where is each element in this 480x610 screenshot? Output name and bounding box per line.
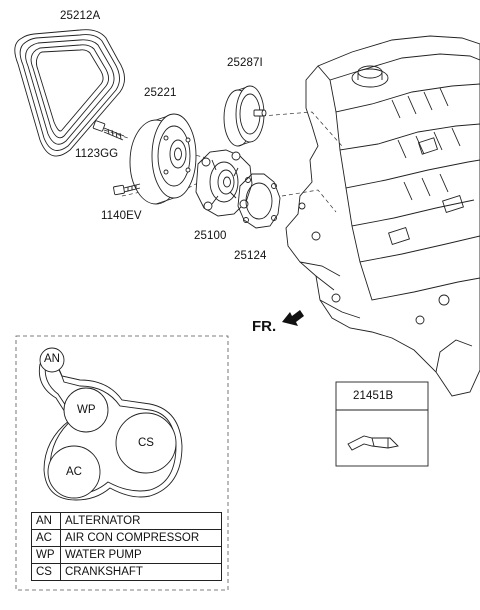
pulley-legend-table: AN ALTERNATOR AC AIR CON COMPRESSOR WP W… [31, 512, 222, 581]
legend-name: ALTERNATOR [60, 512, 222, 530]
legend-code: CS [31, 563, 61, 581]
belt-routing-frame [15, 335, 229, 591]
belt-routing-schematic [38, 347, 183, 501]
ref-box-frame [335, 381, 429, 467]
label-21451b: 21451B [353, 390, 394, 402]
label-25100: 25100 [194, 230, 227, 242]
pulley-an [39, 347, 65, 373]
label-25287i: 25287I [227, 57, 263, 69]
pipe-clip-icon [347, 435, 399, 451]
legend-name: CRANKSHAFT [60, 563, 222, 581]
tensioner-pulley-25287i [223, 85, 267, 147]
label-25212a: 25212A [60, 10, 101, 22]
label-25221: 25221 [144, 87, 177, 99]
front-direction-arrow-icon [282, 310, 304, 326]
legend-name: AIR CON COMPRESSOR [60, 529, 222, 547]
drive-belt-25212a [14, 29, 125, 157]
legend-name: WATER PUMP [60, 546, 222, 564]
bolt-1123gg [92, 120, 125, 141]
idler-pulley-25221 [129, 113, 197, 205]
label-1123gg: 1123GG [75, 148, 119, 160]
pulley-label-wp: WP [77, 404, 96, 416]
legend-row: AN ALTERNATOR [31, 512, 222, 530]
pulley-label-an: AN [44, 353, 60, 365]
pulley-ac [47, 445, 101, 499]
engine-block [285, 35, 480, 397]
legend-row: WP WATER PUMP [31, 546, 222, 564]
pulley-label-cs: CS [138, 437, 154, 449]
legend-code: AC [31, 529, 61, 547]
pulley-label-ac: AC [66, 466, 82, 478]
legend-row: CS CRANKSHAFT [31, 563, 222, 581]
pulley-wp [63, 387, 109, 433]
label-1140ev: 1140EV [101, 210, 142, 222]
legend-code: WP [31, 546, 61, 564]
bolt-1140ev [113, 183, 141, 196]
label-25124: 25124 [234, 250, 267, 262]
water-pump-25100 [195, 149, 253, 217]
legend-row: AC AIR CON COMPRESSOR [31, 529, 222, 547]
pulley-cs [115, 412, 177, 474]
gasket-25124 [237, 173, 281, 229]
front-direction-label: FR. [252, 318, 277, 335]
legend-code: AN [31, 512, 61, 530]
